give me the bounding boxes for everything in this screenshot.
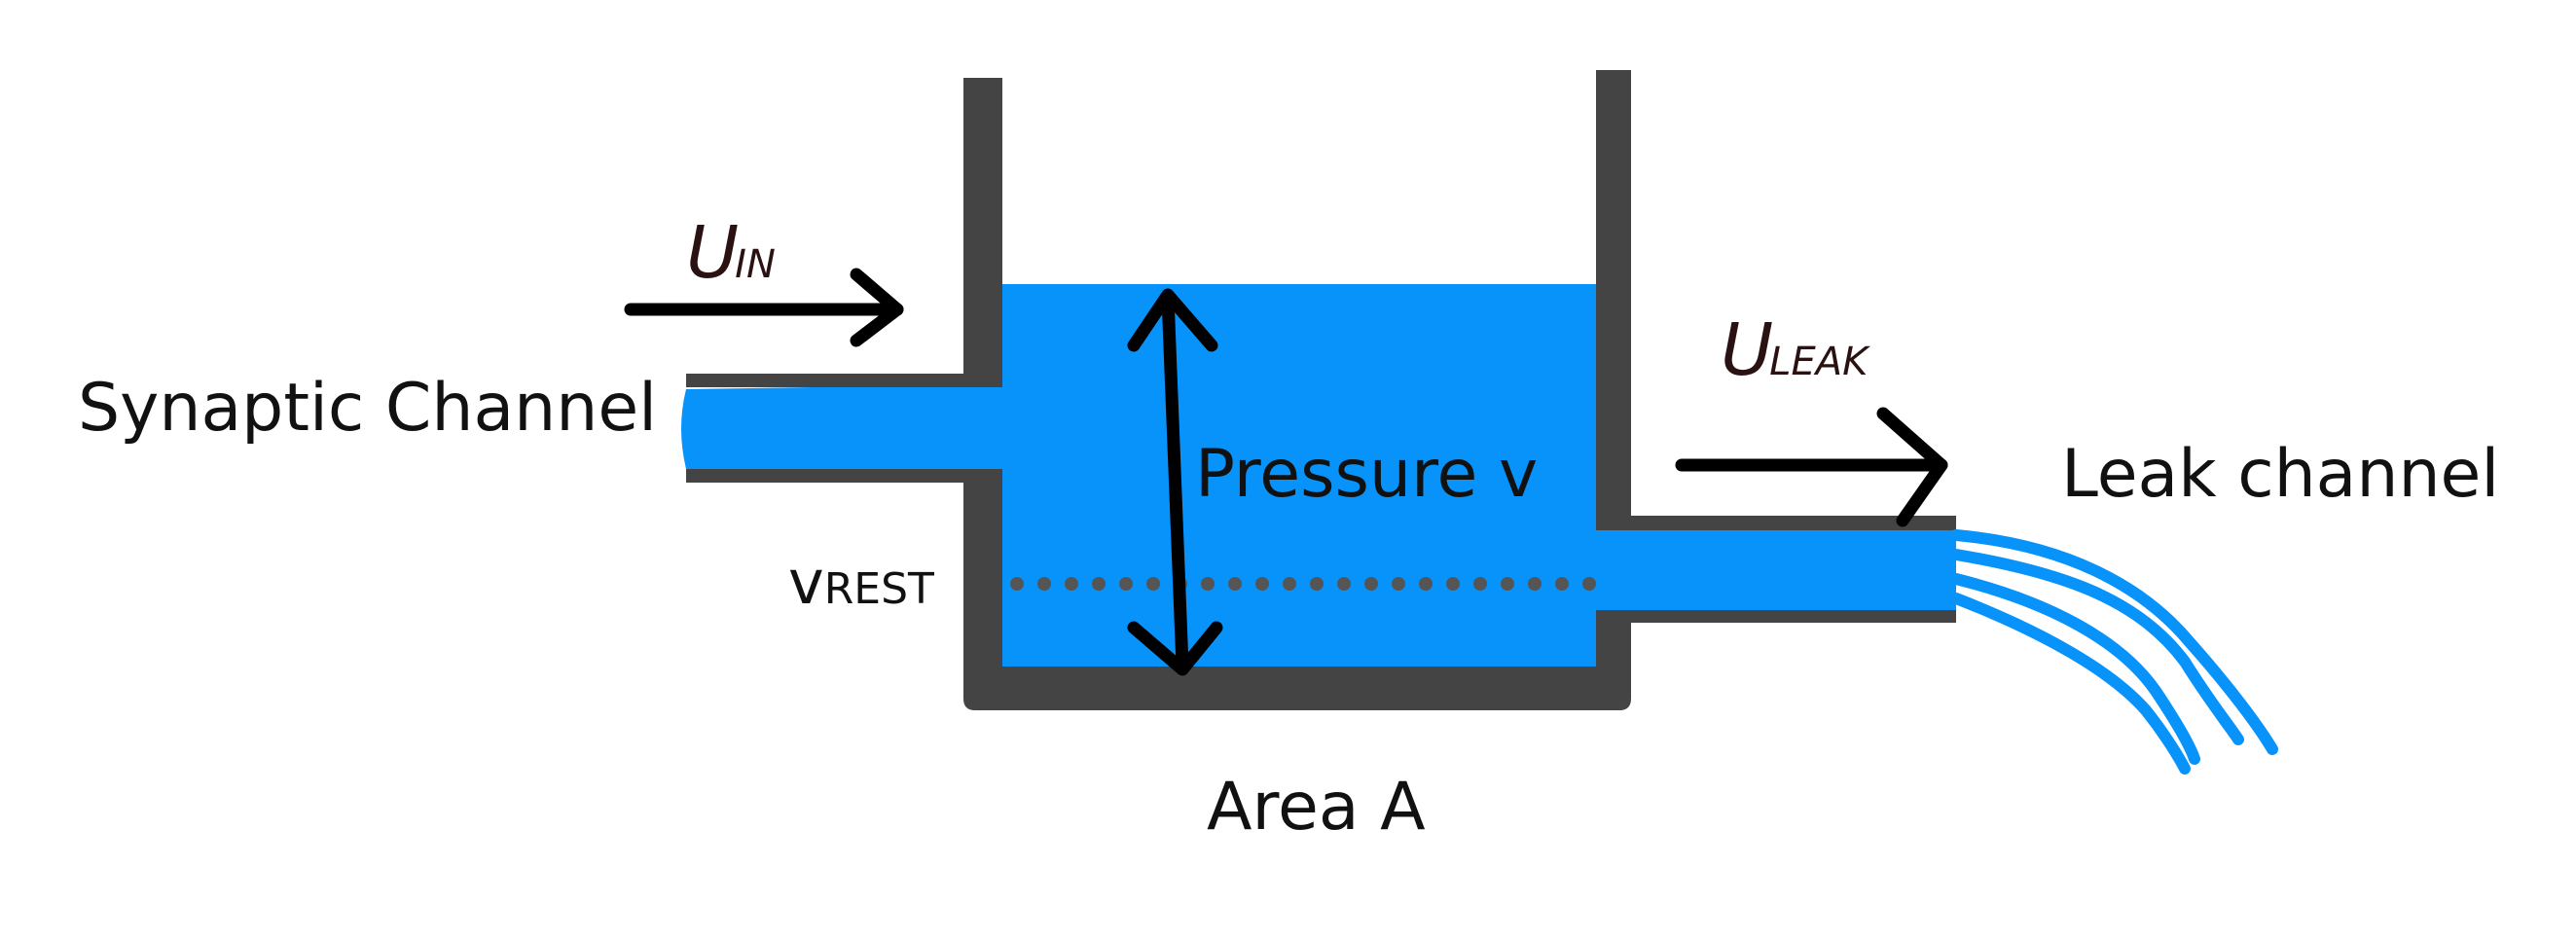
area-label: Area A [1207, 769, 1426, 846]
outlet-pipe-wall-bottom [1596, 610, 1956, 623]
u-in-label: UIN [686, 211, 776, 295]
tank-water [1002, 284, 1596, 668]
synaptic-channel-label: Synaptic Channel [78, 370, 657, 447]
pressure-label: Pressure v [1195, 436, 1538, 513]
u-in-arrow [624, 268, 904, 347]
leak-channel-label: Leak channel [2061, 436, 2499, 513]
pressure-double-arrow [1127, 288, 1223, 676]
outlet-pipe-wall-top [1596, 516, 1956, 530]
v-rest-label: vREST [788, 547, 934, 618]
leak-water-streams [1950, 529, 2278, 775]
tank-right-wall [1596, 70, 1631, 681]
tank-left-wall [963, 78, 1002, 671]
inlet-pipe-water [681, 384, 1002, 469]
tank-bottom-wall [963, 667, 1631, 710]
outlet-pipe-water [1596, 530, 1956, 610]
inlet-pipe-wall-top [686, 374, 1002, 387]
inlet-pipe-wall-bottom [686, 469, 1002, 483]
u-leak-arrow [1675, 407, 1948, 527]
u-leak-label: ULEAK [1721, 308, 1870, 392]
